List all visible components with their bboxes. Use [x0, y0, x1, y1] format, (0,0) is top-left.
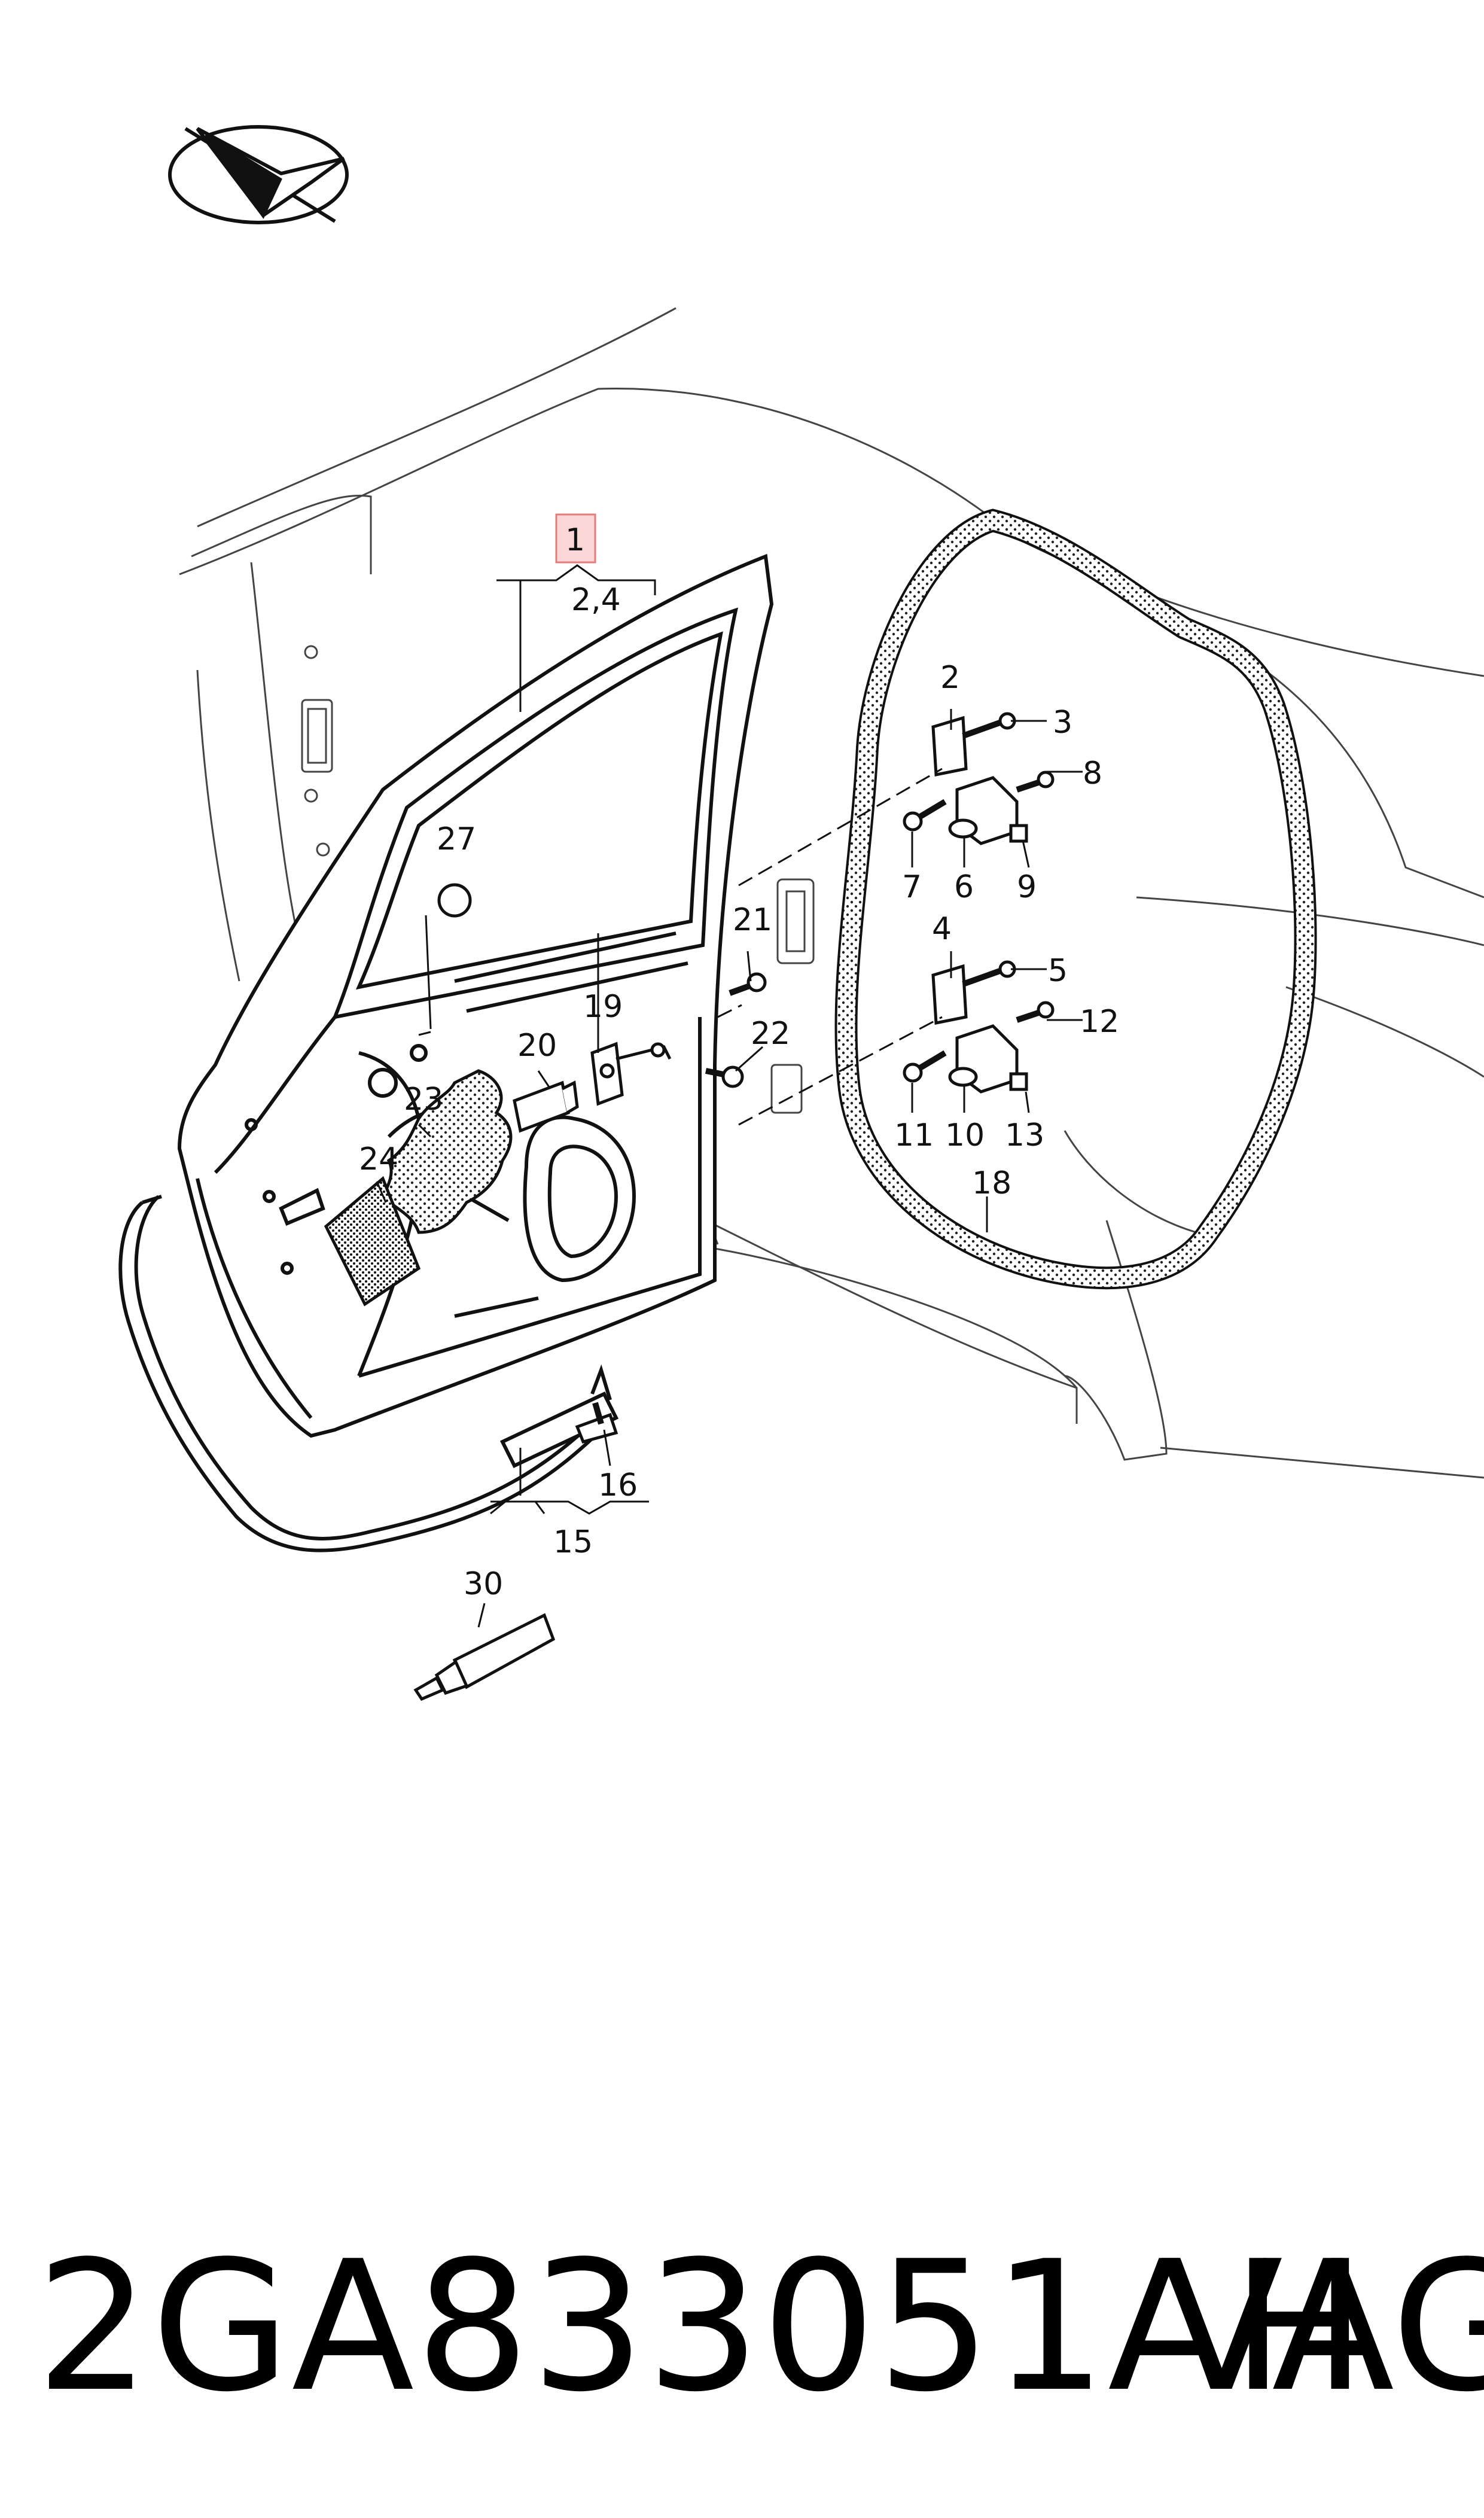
part-number: 2GA833051AH: [36, 2222, 1368, 2431]
callout-9: 9: [1017, 869, 1037, 905]
exploded-door-diagram: 1 2,4 2 3 8 7 6 9 4 5 12 11 10 13 18 27 …: [118, 125, 1484, 1701]
sound-pad: [380, 1069, 513, 1234]
callout-15: 15: [553, 1524, 593, 1560]
grommet: [437, 883, 472, 918]
sill-seal: [118, 1195, 619, 1552]
door-shell: [177, 553, 774, 1438]
door-check-strap: [513, 1080, 579, 1133]
callout-10: 10: [945, 1118, 985, 1153]
callout-22: 22: [751, 1016, 790, 1052]
orientation-logo: [168, 125, 349, 224]
callout-19: 19: [583, 989, 623, 1025]
callout-11: 11: [894, 1118, 934, 1153]
bolts: [705, 972, 767, 1088]
callout-16: 16: [598, 1467, 638, 1503]
callout-1: 1: [565, 522, 585, 558]
assembly-lines: [717, 768, 943, 1126]
door-opening-seal: [834, 509, 1317, 1290]
callout-1-highlight: [555, 513, 596, 564]
callout-8: 8: [1083, 756, 1102, 791]
callout-6: 6: [954, 869, 974, 905]
callout-27: 27: [437, 821, 476, 857]
lower-hinge: [903, 960, 1055, 1094]
adhesive-tube: [413, 1613, 556, 1701]
callout-7: 7: [902, 869, 922, 905]
callout-2-4: 2,4: [571, 582, 621, 618]
callout-12: 12: [1080, 1004, 1119, 1040]
callout-21: 21: [733, 902, 772, 938]
callout-23: 23: [404, 1082, 443, 1118]
brand-label: VAG: [1160, 2222, 1484, 2431]
callout-30: 30: [464, 1566, 503, 1602]
callout-4: 4: [932, 911, 952, 947]
callout-3: 3: [1053, 705, 1072, 741]
upper-hinge: [903, 712, 1055, 845]
callout-13: 13: [1005, 1118, 1044, 1153]
adhesive-pad: [324, 1176, 421, 1307]
callout-labels: 1 2,4 2 3 8 7 6 9 4 5 12 11 10 13 18 27 …: [359, 522, 1119, 1602]
callout-20: 20: [517, 1028, 557, 1064]
callout-2: 2: [940, 660, 960, 696]
callout-18: 18: [972, 1165, 1011, 1201]
clip: [575, 1402, 618, 1444]
callout-24: 24: [359, 1141, 398, 1177]
leader-lines: [376, 564, 1083, 1628]
door-lock: [590, 1042, 672, 1106]
callout-5: 5: [1048, 953, 1068, 989]
